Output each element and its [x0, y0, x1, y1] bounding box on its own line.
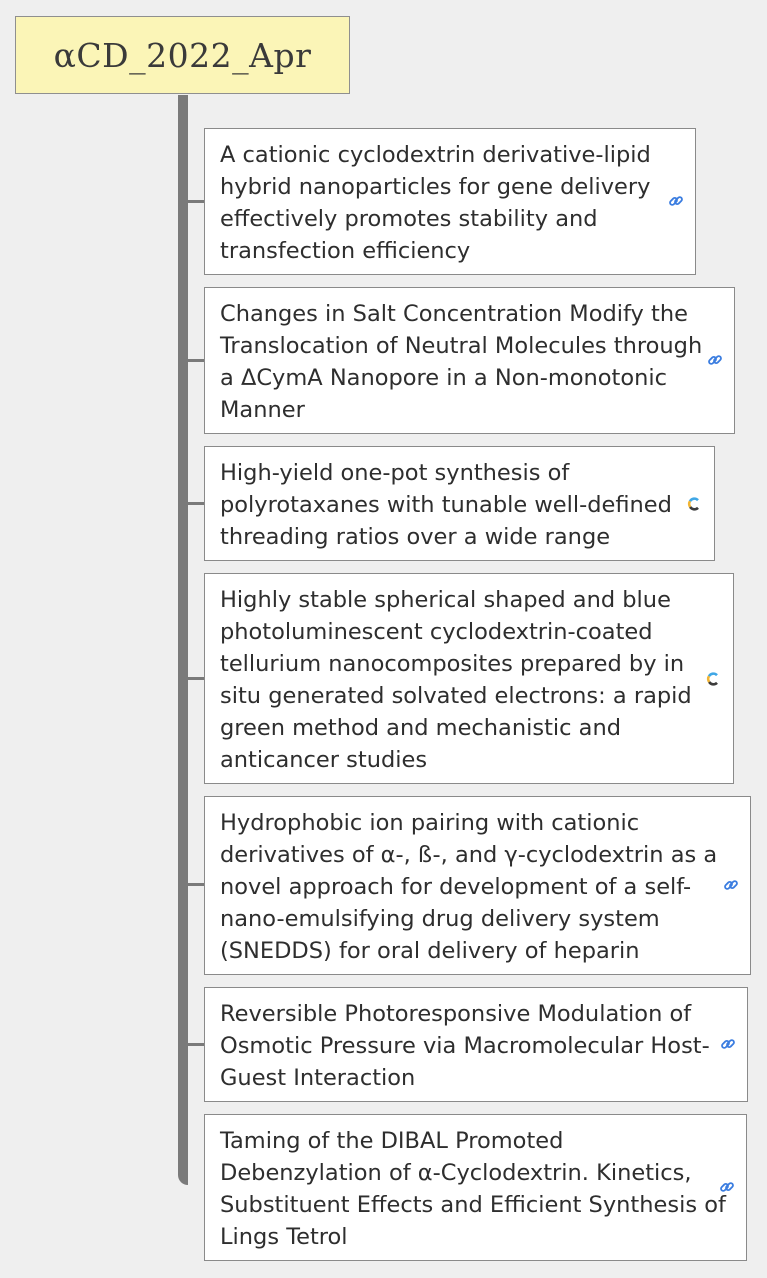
topic-card[interactable]: Taming of the DIBAL Promoted Debenzylati… — [204, 1114, 747, 1261]
branch-connector — [186, 502, 206, 505]
topic-card[interactable]: Hydrophobic ion pairing with cationic de… — [204, 796, 751, 975]
topic-title: High-yield one-pot synthesis of polyrota… — [220, 460, 672, 550]
crossref-icon[interactable] — [706, 672, 720, 686]
branch-connector — [186, 1043, 206, 1046]
topic-card[interactable]: High-yield one-pot synthesis of polyrota… — [204, 446, 715, 561]
topic-card[interactable]: A cationic cyclodextrin derivative-lipid… — [204, 128, 696, 275]
branch-connector — [186, 883, 206, 886]
topic-title: Changes in Salt Concentration Modify the… — [220, 301, 703, 423]
topic-card[interactable]: Highly stable spherical shaped and blue … — [204, 573, 734, 784]
branch-connector — [186, 359, 206, 362]
topic-title: Taming of the DIBAL Promoted Debenzylati… — [220, 1128, 726, 1250]
topic-title: Highly stable spherical shaped and blue … — [220, 587, 692, 773]
topic-card[interactable]: Reversible Photoresponsive Modulation of… — [204, 987, 748, 1102]
link-icon[interactable] — [723, 877, 739, 893]
branch-connector — [186, 677, 206, 680]
topic-title: Reversible Photoresponsive Modulation of… — [220, 1001, 710, 1091]
root-topic-title: αCD_2022_Apr — [53, 35, 312, 75]
branch-connector — [186, 200, 206, 203]
root-topic[interactable]: αCD_2022_Apr — [15, 16, 350, 94]
link-icon[interactable] — [707, 352, 723, 368]
link-icon[interactable] — [668, 193, 684, 209]
topic-title: A cationic cyclodextrin derivative-lipid… — [220, 142, 651, 264]
topic-card[interactable]: Changes in Salt Concentration Modify the… — [204, 287, 735, 434]
crossref-icon[interactable] — [687, 497, 701, 511]
topic-title: Hydrophobic ion pairing with cationic de… — [220, 810, 718, 964]
link-icon[interactable] — [719, 1179, 735, 1195]
main-connector — [178, 95, 188, 1185]
link-icon[interactable] — [720, 1036, 736, 1052]
